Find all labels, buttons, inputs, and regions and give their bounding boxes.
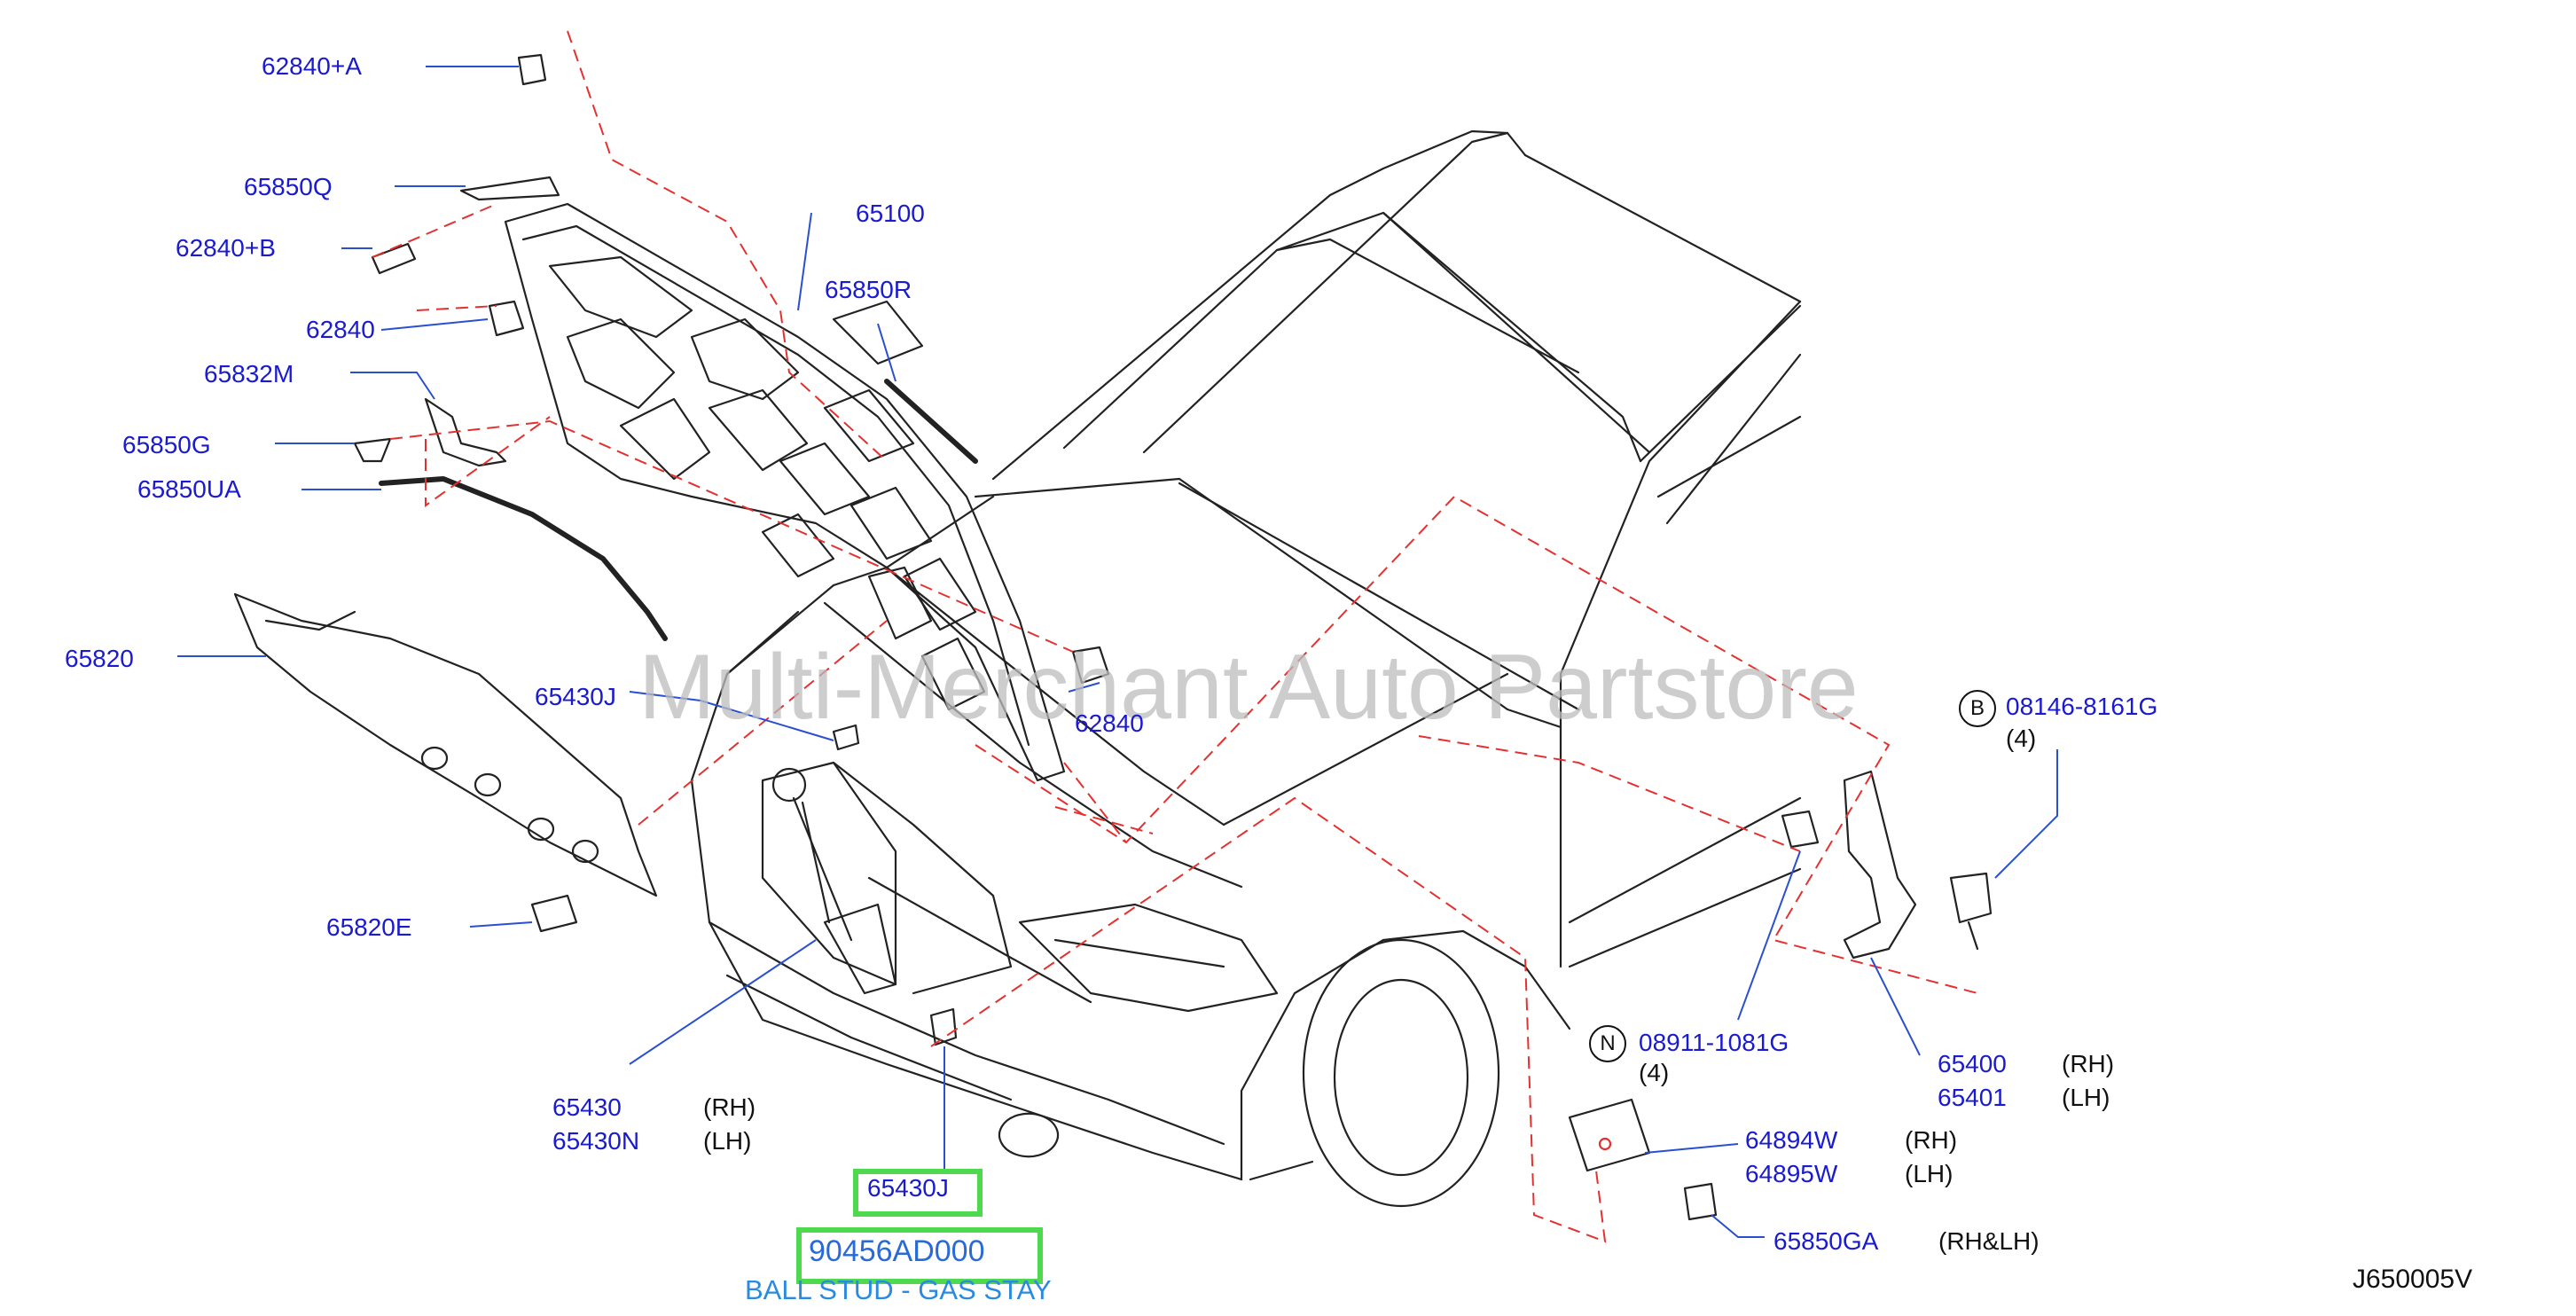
reference-lines <box>372 30 1978 1243</box>
watermark: Multi-Merchant Auto Partstore <box>638 636 1859 739</box>
part-description: BALL STUD - GAS STAY <box>745 1274 1052 1305</box>
label-qty-08911: (4) <box>1639 1059 1670 1086</box>
label-lh-65430n: (LH) <box>703 1127 752 1155</box>
label-lh-64895w: (LH) <box>1905 1160 1954 1187</box>
label-08911-1081g[interactable]: 08911-1081G <box>1639 1029 1789 1056</box>
label-08146-8161g[interactable]: 08146-8161G <box>2006 693 2158 720</box>
label-65400[interactable]: 65400 <box>1938 1050 2007 1077</box>
diagram-code: J650005V <box>2353 1265 2473 1294</box>
label-64894w[interactable]: 64894W <box>1745 1126 1838 1154</box>
label-65850ua[interactable]: 65850UA <box>137 475 241 503</box>
label-65850ga[interactable]: 65850GA <box>1773 1227 1879 1255</box>
label-65430j-upper[interactable]: 65430J <box>535 683 616 710</box>
label-62840-a[interactable]: 62840+A <box>262 52 362 80</box>
label-qty-08146: (4) <box>2006 725 2037 752</box>
label-65430j-lower[interactable]: 65430J <box>867 1174 949 1202</box>
label-lh-65401: (LH) <box>2062 1084 2110 1111</box>
reference-circle-n: N <box>1589 1025 1626 1062</box>
label-64895w[interactable]: 64895W <box>1745 1160 1838 1187</box>
label-65820[interactable]: 65820 <box>65 645 134 672</box>
leader-lines <box>177 66 2058 1238</box>
hood-insulator <box>233 592 658 897</box>
reference-circle-b: B <box>1959 690 1996 727</box>
vehicle-body <box>690 129 1802 1208</box>
label-rh-65430: (RH) <box>703 1093 756 1121</box>
hood-panel <box>504 202 1066 782</box>
label-65401[interactable]: 65401 <box>1938 1084 2007 1111</box>
part-number-90456ad000[interactable]: 90456AD000 <box>809 1234 985 1268</box>
label-65100[interactable]: 65100 <box>856 200 925 227</box>
highlight-box-90456ad000 <box>796 1227 1043 1284</box>
label-rh-65400: (RH) <box>2062 1050 2115 1077</box>
gas-stay <box>771 767 897 995</box>
label-65820e[interactable]: 65820E <box>326 913 412 941</box>
label-65430n[interactable]: 65430N <box>552 1127 640 1155</box>
label-65850g[interactable]: 65850G <box>122 431 211 458</box>
label-62840-b[interactable]: 62840+B <box>176 234 276 262</box>
label-65430[interactable]: 65430 <box>552 1093 622 1121</box>
label-65850r[interactable]: 65850R <box>825 276 912 303</box>
label-65832m[interactable]: 65832M <box>204 360 294 388</box>
label-65850q[interactable]: 65850Q <box>244 173 333 200</box>
label-62840-top[interactable]: 62840 <box>306 316 375 343</box>
highlight-box-65430j <box>853 1169 983 1217</box>
label-62840-side[interactable]: 62840 <box>1075 709 1144 737</box>
label-rhlh-65850ga: (RH&LH) <box>1938 1227 2040 1255</box>
label-rh-64894w: (RH) <box>1905 1126 1958 1154</box>
